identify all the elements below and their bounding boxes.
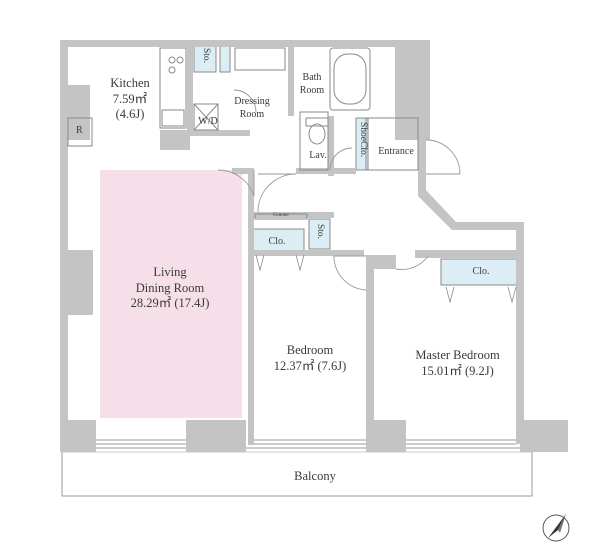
- dressing-name-2: Room: [239, 108, 265, 120]
- interior-lines: [193, 47, 419, 220]
- wd-label: W/D: [198, 116, 218, 127]
- living-area: 28.29㎡ (17.4J): [130, 296, 210, 311]
- living-label: Living Dining Room 28.29㎡ (17.4J): [110, 265, 230, 312]
- fridge-label: R: [76, 125, 83, 136]
- bedroom-area: 12.37㎡ (7.6J): [273, 358, 347, 373]
- master-bedroom-name: Master Bedroom: [415, 348, 500, 362]
- kitchen-label: Kitchen 7.59㎡ (4.6J): [100, 76, 160, 123]
- bath-name-1: Bath: [302, 72, 322, 83]
- lav-label: Lav.: [309, 150, 327, 161]
- bedroom-label: Bedroom 12.37㎡ (7.6J): [260, 343, 360, 374]
- bath-room-label: Bath Room: [294, 72, 330, 97]
- walls: [60, 40, 568, 452]
- storage-mid-label: Sto.: [314, 224, 325, 240]
- storage-fills: [193, 45, 522, 286]
- dressing-room-label: Dressing Room: [222, 96, 282, 121]
- fridge-box: [67, 117, 93, 147]
- living-name-2: Dining Room: [135, 280, 205, 295]
- master-bedroom-label: Master Bedroom 15.01㎡ (9.2J): [395, 348, 520, 379]
- windows: [96, 439, 516, 445]
- kitchen-name: Kitchen: [110, 76, 150, 90]
- shoe-closet-label: ShoeClo.: [357, 122, 368, 158]
- dressing-name-1: Dressing: [234, 96, 270, 107]
- kitchen-tatami: (4.6J): [115, 107, 145, 122]
- entrance-label: Entrance: [378, 146, 414, 157]
- storage-top-label: Sto.: [200, 48, 211, 64]
- bedroom-name: Bedroom: [286, 343, 334, 357]
- balcony-label: Balcony: [294, 469, 336, 483]
- doors: [217, 89, 461, 291]
- kitchen-counter: [159, 47, 187, 129]
- bathtub: [329, 47, 371, 111]
- counter-label: Counter: [272, 213, 290, 218]
- north-arrow-icon: [542, 514, 570, 542]
- living-dining-fill: [100, 170, 242, 418]
- living-name-1: Living: [153, 265, 187, 279]
- bath-name-2: Room: [299, 84, 325, 96]
- master-bedroom-area: 15.01㎡ (9.2J): [421, 363, 494, 378]
- toilet: [305, 117, 329, 145]
- master-closet-label: Clo.: [472, 266, 490, 277]
- bedroom-closet-label: Clo.: [268, 236, 286, 247]
- balcony-area: [61, 447, 533, 497]
- closet-doors: [255, 254, 517, 304]
- kitchen-area: 7.59㎡: [112, 91, 148, 106]
